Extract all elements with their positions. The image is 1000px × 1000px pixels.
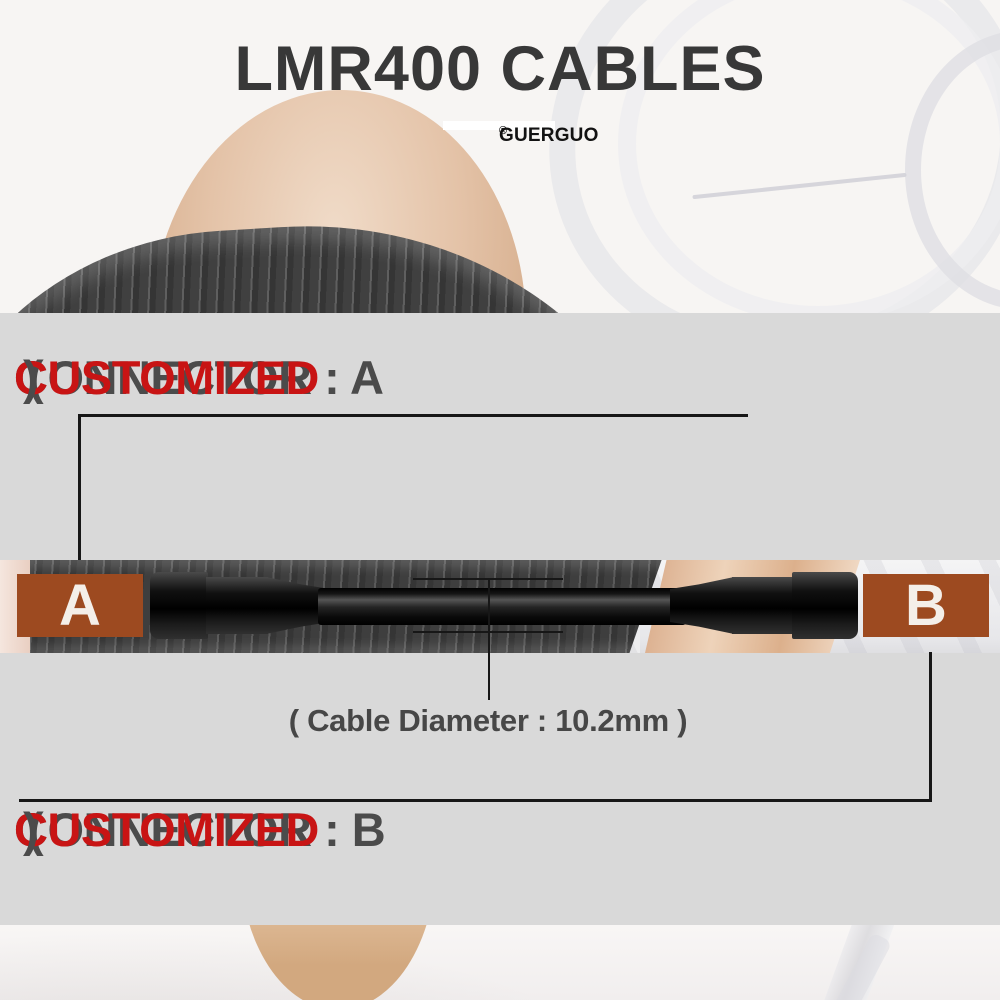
connector-b-customized: CUSTOMIZED [14,803,319,856]
connector-a-coupler [206,577,268,634]
cable-body [318,588,686,625]
leader-line-b-vertical [929,652,932,802]
end-label-a-text: A [59,572,101,638]
leader-line-a-horizontal [78,414,748,417]
connector-a-body [150,572,208,639]
brand-logo: GUERGUO® [443,121,598,146]
connector-a-customized: CUSTOMIZED [14,351,319,404]
end-label-b-text: B [905,572,947,638]
registered-trademark-symbol: ® [499,125,508,137]
connector-b-coupler [732,577,794,634]
diameter-note: ( Cable Diameter : 10.2mm ) [288,703,688,738]
leader-line-b-horizontal [19,799,932,802]
cable-photo-strip: A B [0,560,1000,653]
paren-open: ( [28,351,44,404]
end-label-a: A [17,574,143,637]
end-label-b: B [863,574,989,637]
diameter-leader-line [488,652,490,700]
page-title: LMR400 CABLES [234,34,766,104]
brand-name: GUERGUO [499,125,599,146]
diameter-line-vertical [488,578,490,653]
paren-close: ) [23,351,39,404]
connector-b-body [792,572,858,639]
connector-b-label: CONNECTOR : B [14,803,386,856]
connector-a-label: CONNECTOR : A [14,351,384,404]
leader-line-a-vertical [78,414,81,562]
paren-close: ) [23,803,39,856]
paren-open: ( [28,803,44,856]
